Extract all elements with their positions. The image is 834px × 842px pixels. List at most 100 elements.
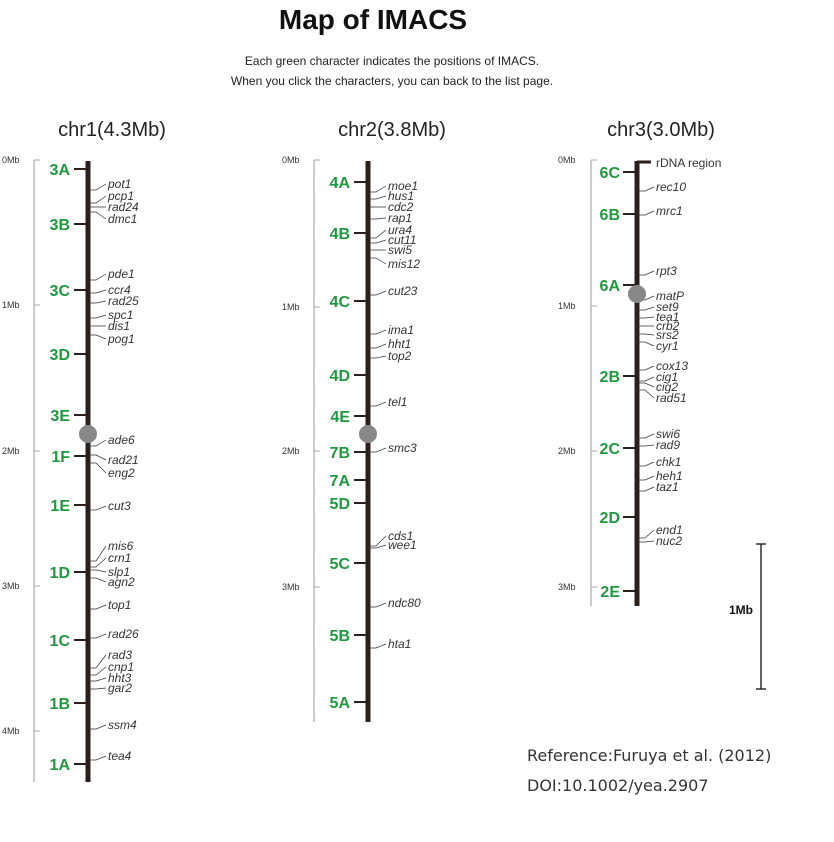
imacs-link-2d[interactable]: 2D xyxy=(600,510,620,527)
gene-label-srs2: srs2 xyxy=(656,328,679,342)
imacs-link-6b[interactable]: 6B xyxy=(600,207,620,224)
intro-text-line-2: When you click the characters, you can b… xyxy=(230,74,554,88)
gene-label-rad24: rad24 xyxy=(108,200,139,214)
gene-label-rad51: rad51 xyxy=(656,391,687,405)
centromere-marker xyxy=(628,285,646,303)
gene-label-hht3: hht3 xyxy=(108,671,132,685)
gene-connector xyxy=(88,505,107,511)
imacs-link-3a[interactable]: 3A xyxy=(50,162,71,179)
gene-connector xyxy=(368,185,387,193)
gene-connector xyxy=(88,195,107,204)
imacs-link-4e[interactable]: 4E xyxy=(330,409,350,426)
imacs-link-1d[interactable]: 1D xyxy=(50,565,70,582)
gene-label-cig1: cig1 xyxy=(656,370,678,384)
scale-label: 2Mb xyxy=(2,446,20,456)
gene-label-slp1: slp1 xyxy=(108,565,130,579)
gene-connector xyxy=(88,289,107,294)
gene-connector xyxy=(88,666,107,676)
gene-connector xyxy=(637,486,655,492)
gene-label-pot1: pot1 xyxy=(107,177,131,191)
chromosome-1 xyxy=(33,159,107,782)
gene-label-rad25: rad25 xyxy=(108,294,139,308)
centromere-marker xyxy=(79,425,97,443)
gene-label-set9: set9 xyxy=(656,300,679,314)
gene-label-dmc1: dmc1 xyxy=(108,212,137,226)
gene-label-pcp1: pcp1 xyxy=(107,189,134,203)
gene-label-end1: end1 xyxy=(656,523,683,537)
gene-label-agn2: agn2 xyxy=(108,575,135,589)
imacs-link-7b[interactable]: 7B xyxy=(330,445,350,462)
imacs-link-6a[interactable]: 6A xyxy=(600,278,621,295)
gene-connector xyxy=(637,382,655,388)
gene-connector xyxy=(88,462,107,474)
imacs-link-4b[interactable]: 4B xyxy=(330,226,350,243)
imacs-link-2b[interactable]: 2B xyxy=(600,369,620,386)
gene-label-pde1: pde1 xyxy=(107,267,135,281)
gene-connector xyxy=(368,535,387,547)
gene-label-matp: matP xyxy=(656,289,684,303)
gene-label-ssm4: ssm4 xyxy=(108,718,137,732)
imacs-link-3c[interactable]: 3C xyxy=(50,283,71,300)
gene-label-hus1: hus1 xyxy=(388,189,414,203)
scale-label: 0Mb xyxy=(558,155,576,165)
imacs-link-4a[interactable]: 4A xyxy=(330,175,351,192)
reference-doi: DOI:10.1002/yea.2907 xyxy=(527,776,709,795)
gene-connector xyxy=(88,211,107,220)
gene-label-chk1: chk1 xyxy=(656,455,681,469)
gene-label-rec10: rec10 xyxy=(656,180,686,194)
imacs-link-5d[interactable]: 5D xyxy=(330,496,350,513)
imacs-link-3d[interactable]: 3D xyxy=(50,347,70,364)
gene-label-spc1: spc1 xyxy=(108,308,133,322)
scale-label: 3Mb xyxy=(282,582,300,592)
gene-label-wee1: wee1 xyxy=(388,538,417,552)
gene-label-tel1: tel1 xyxy=(388,395,407,409)
gene-connector xyxy=(368,401,387,407)
scale-label: 3Mb xyxy=(558,582,576,592)
gene-connector xyxy=(368,355,387,359)
imacs-link-4c[interactable]: 4C xyxy=(330,294,351,311)
page-title: Map of IMACS xyxy=(278,4,468,35)
gene-label-hta1: hta1 xyxy=(388,637,411,651)
imacs-link-2e[interactable]: 2E xyxy=(600,584,620,601)
scale-label: 2Mb xyxy=(558,446,576,456)
gene-connector xyxy=(637,316,655,319)
imacs-link-1c[interactable]: 1C xyxy=(50,633,71,650)
imacs-link-3b[interactable]: 3B xyxy=(50,217,70,234)
scale-label: 2Mb xyxy=(282,446,300,456)
gene-connector xyxy=(368,447,387,453)
gene-label-top2: top2 xyxy=(388,349,412,363)
gene-connector xyxy=(368,217,387,220)
imacs-link-1b[interactable]: 1B xyxy=(50,696,70,713)
gene-label-ima1: ima1 xyxy=(388,323,414,337)
gene-connector xyxy=(368,229,387,239)
gene-connector xyxy=(88,454,107,461)
imacs-link-1e[interactable]: 1E xyxy=(50,498,70,515)
gene-label-crn1: crn1 xyxy=(108,551,131,565)
imacs-link-6c[interactable]: 6C xyxy=(600,165,621,182)
imacs-link-4d[interactable]: 4D xyxy=(330,368,350,385)
gene-label-mis6: mis6 xyxy=(108,539,134,553)
gene-connector xyxy=(368,239,387,244)
imacs-link-2c[interactable]: 2C xyxy=(600,441,621,458)
gene-label-ccr4: ccr4 xyxy=(108,283,131,297)
imacs-link-7a[interactable]: 7A xyxy=(330,473,351,490)
rdna-region-label: rDNA region xyxy=(656,156,721,170)
gene-label-swi5: swi5 xyxy=(388,243,412,257)
imacs-link-5b[interactable]: 5B xyxy=(330,628,350,645)
imacs-link-5c[interactable]: 5C xyxy=(330,556,351,573)
gene-label-swi6: swi6 xyxy=(656,427,680,441)
gene-label-rap1: rap1 xyxy=(388,211,412,225)
gene-connector xyxy=(368,643,387,649)
gene-connector xyxy=(637,444,655,447)
imacs-link-1f[interactable]: 1F xyxy=(51,449,70,466)
gene-connector xyxy=(637,389,655,399)
chromosome-2 xyxy=(313,159,387,722)
imacs-link-3e[interactable]: 3E xyxy=(50,408,70,425)
gene-connector xyxy=(637,306,655,311)
scale-label: 4Mb xyxy=(2,726,20,736)
imacs-link-5a[interactable]: 5A xyxy=(330,695,351,712)
gene-connector xyxy=(88,545,107,562)
imacs-link-1a[interactable]: 1A xyxy=(50,757,71,774)
gene-label-rad21: rad21 xyxy=(108,453,139,467)
